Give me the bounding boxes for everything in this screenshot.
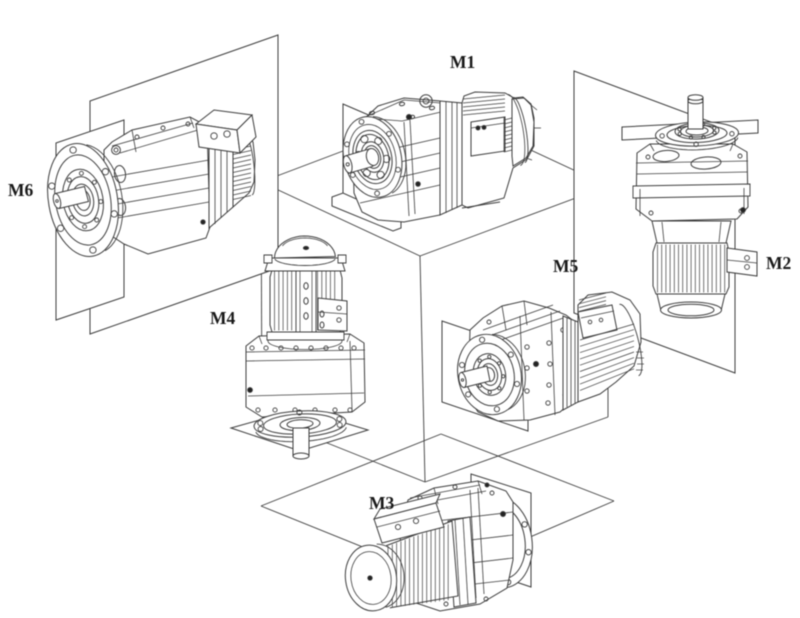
svg-text:M4: M4 — [210, 308, 236, 328]
svg-text:M2: M2 — [766, 253, 791, 273]
svg-text:M6: M6 — [8, 180, 34, 200]
svg-text:M1: M1 — [450, 52, 475, 72]
svg-text:M3: M3 — [369, 493, 395, 513]
svg-text:M5: M5 — [553, 256, 579, 276]
